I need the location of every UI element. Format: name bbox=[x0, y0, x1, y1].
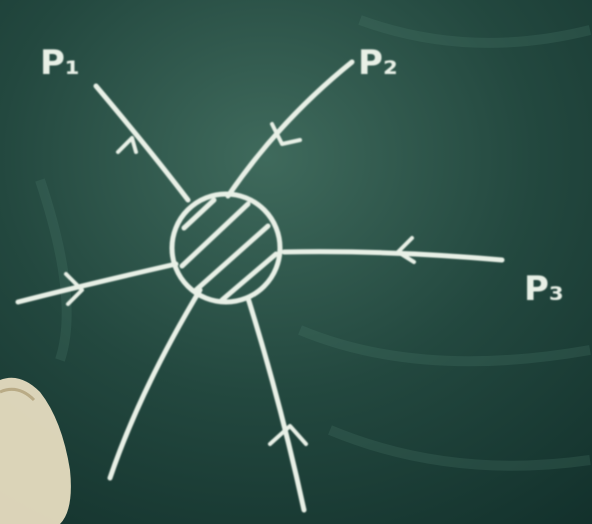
label-p1: P₁ bbox=[40, 43, 80, 83]
label-p3: P₃ bbox=[524, 269, 564, 309]
label-p2: P₂ bbox=[358, 43, 398, 83]
